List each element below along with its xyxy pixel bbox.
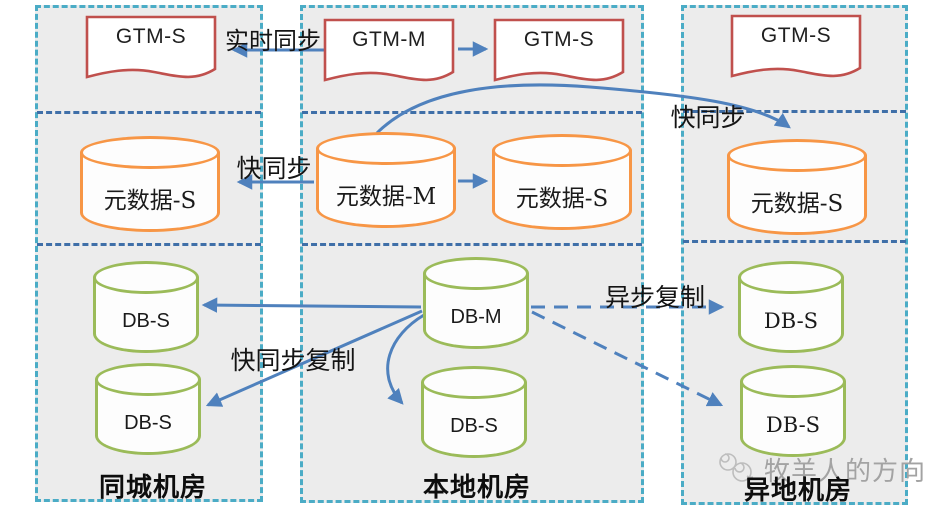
node-db-s-same-city-2: DB-S (95, 363, 201, 455)
node-db-s-remote-1: DB-S (738, 261, 844, 353)
edge-label-async-replication: 异步复制 (604, 283, 705, 312)
node-gtm-s-remote: GTM-S (729, 13, 863, 83)
node-label: DB-S (763, 309, 819, 333)
edge-label-fast-sync: 快同步 (236, 154, 312, 183)
row-divider (683, 240, 906, 243)
node-label: DB-S (124, 412, 172, 434)
cylinder-cap (93, 261, 199, 294)
row-divider (302, 111, 642, 114)
node-metadata-m: 元数据-M (316, 132, 456, 228)
cylinder-cap (738, 261, 844, 294)
node-label: GTM-S (760, 24, 832, 47)
cylinder-cap (423, 257, 529, 290)
node-label: DB-S (765, 413, 821, 437)
document-shape-icon (85, 15, 217, 79)
node-db-m: DB-M (423, 257, 529, 349)
zone-label-remote: 异地机房 (744, 475, 853, 505)
edge-label-realtime-sync: 实时同步 (225, 27, 321, 55)
cylinder-cap (316, 132, 456, 165)
cylinder-cap (740, 365, 846, 398)
zone-label-local: 本地机房 (423, 472, 532, 502)
row-divider (37, 111, 261, 114)
row-divider (37, 243, 261, 246)
watermark: 牧羊人的方向 (714, 450, 926, 488)
node-gtm-s-same-city: GTM-S (84, 14, 218, 84)
node-label: 元数据-M (335, 184, 437, 210)
row-divider (302, 243, 642, 246)
node-db-s-remote-2: DB-S (740, 365, 846, 457)
node-label: 元数据-S (750, 191, 844, 217)
cylinder-cap (80, 136, 220, 169)
cylinder-body (492, 150, 632, 230)
node-gtm-s-local: GTM-S (492, 17, 626, 87)
zone-label-same-city: 同城机房 (99, 472, 208, 502)
node-label: 元数据-S (515, 186, 609, 212)
cylinder-body (316, 148, 456, 228)
node-db-s-local: DB-S (421, 366, 527, 458)
document-shape-icon (323, 18, 455, 82)
cylinder-cap (421, 366, 527, 399)
node-metadata-s-same-city: 元数据-S (80, 136, 220, 232)
node-label: GTM-M (352, 28, 426, 51)
node-db-s-same-city-1: DB-S (93, 261, 199, 353)
node-label: 元数据-S (103, 188, 197, 214)
node-label: GTM-S (115, 25, 187, 48)
node-label: DB-S (450, 415, 498, 437)
node-label: GTM-S (523, 28, 595, 51)
edge-label-fast-sync-replication: 快同步复制 (230, 346, 356, 375)
cylinder-cap (727, 139, 867, 172)
document-shape-icon (730, 14, 862, 78)
document-shape-icon (493, 18, 625, 82)
watermark-text: 牧羊人的方向 (764, 456, 927, 487)
node-label: DB-S (122, 310, 170, 332)
cylinder-cap (492, 134, 632, 167)
node-label: DB-M (450, 306, 502, 328)
cylinder-cap (95, 363, 201, 396)
node-gtm-m: GTM-M (322, 17, 456, 87)
node-metadata-s-local: 元数据-S (492, 134, 632, 230)
node-metadata-s-remote: 元数据-S (727, 139, 867, 235)
row-divider (683, 110, 906, 113)
edge-label-fast-sync-remote: 快同步 (670, 103, 746, 132)
sheep-logo-icon (719, 453, 754, 482)
